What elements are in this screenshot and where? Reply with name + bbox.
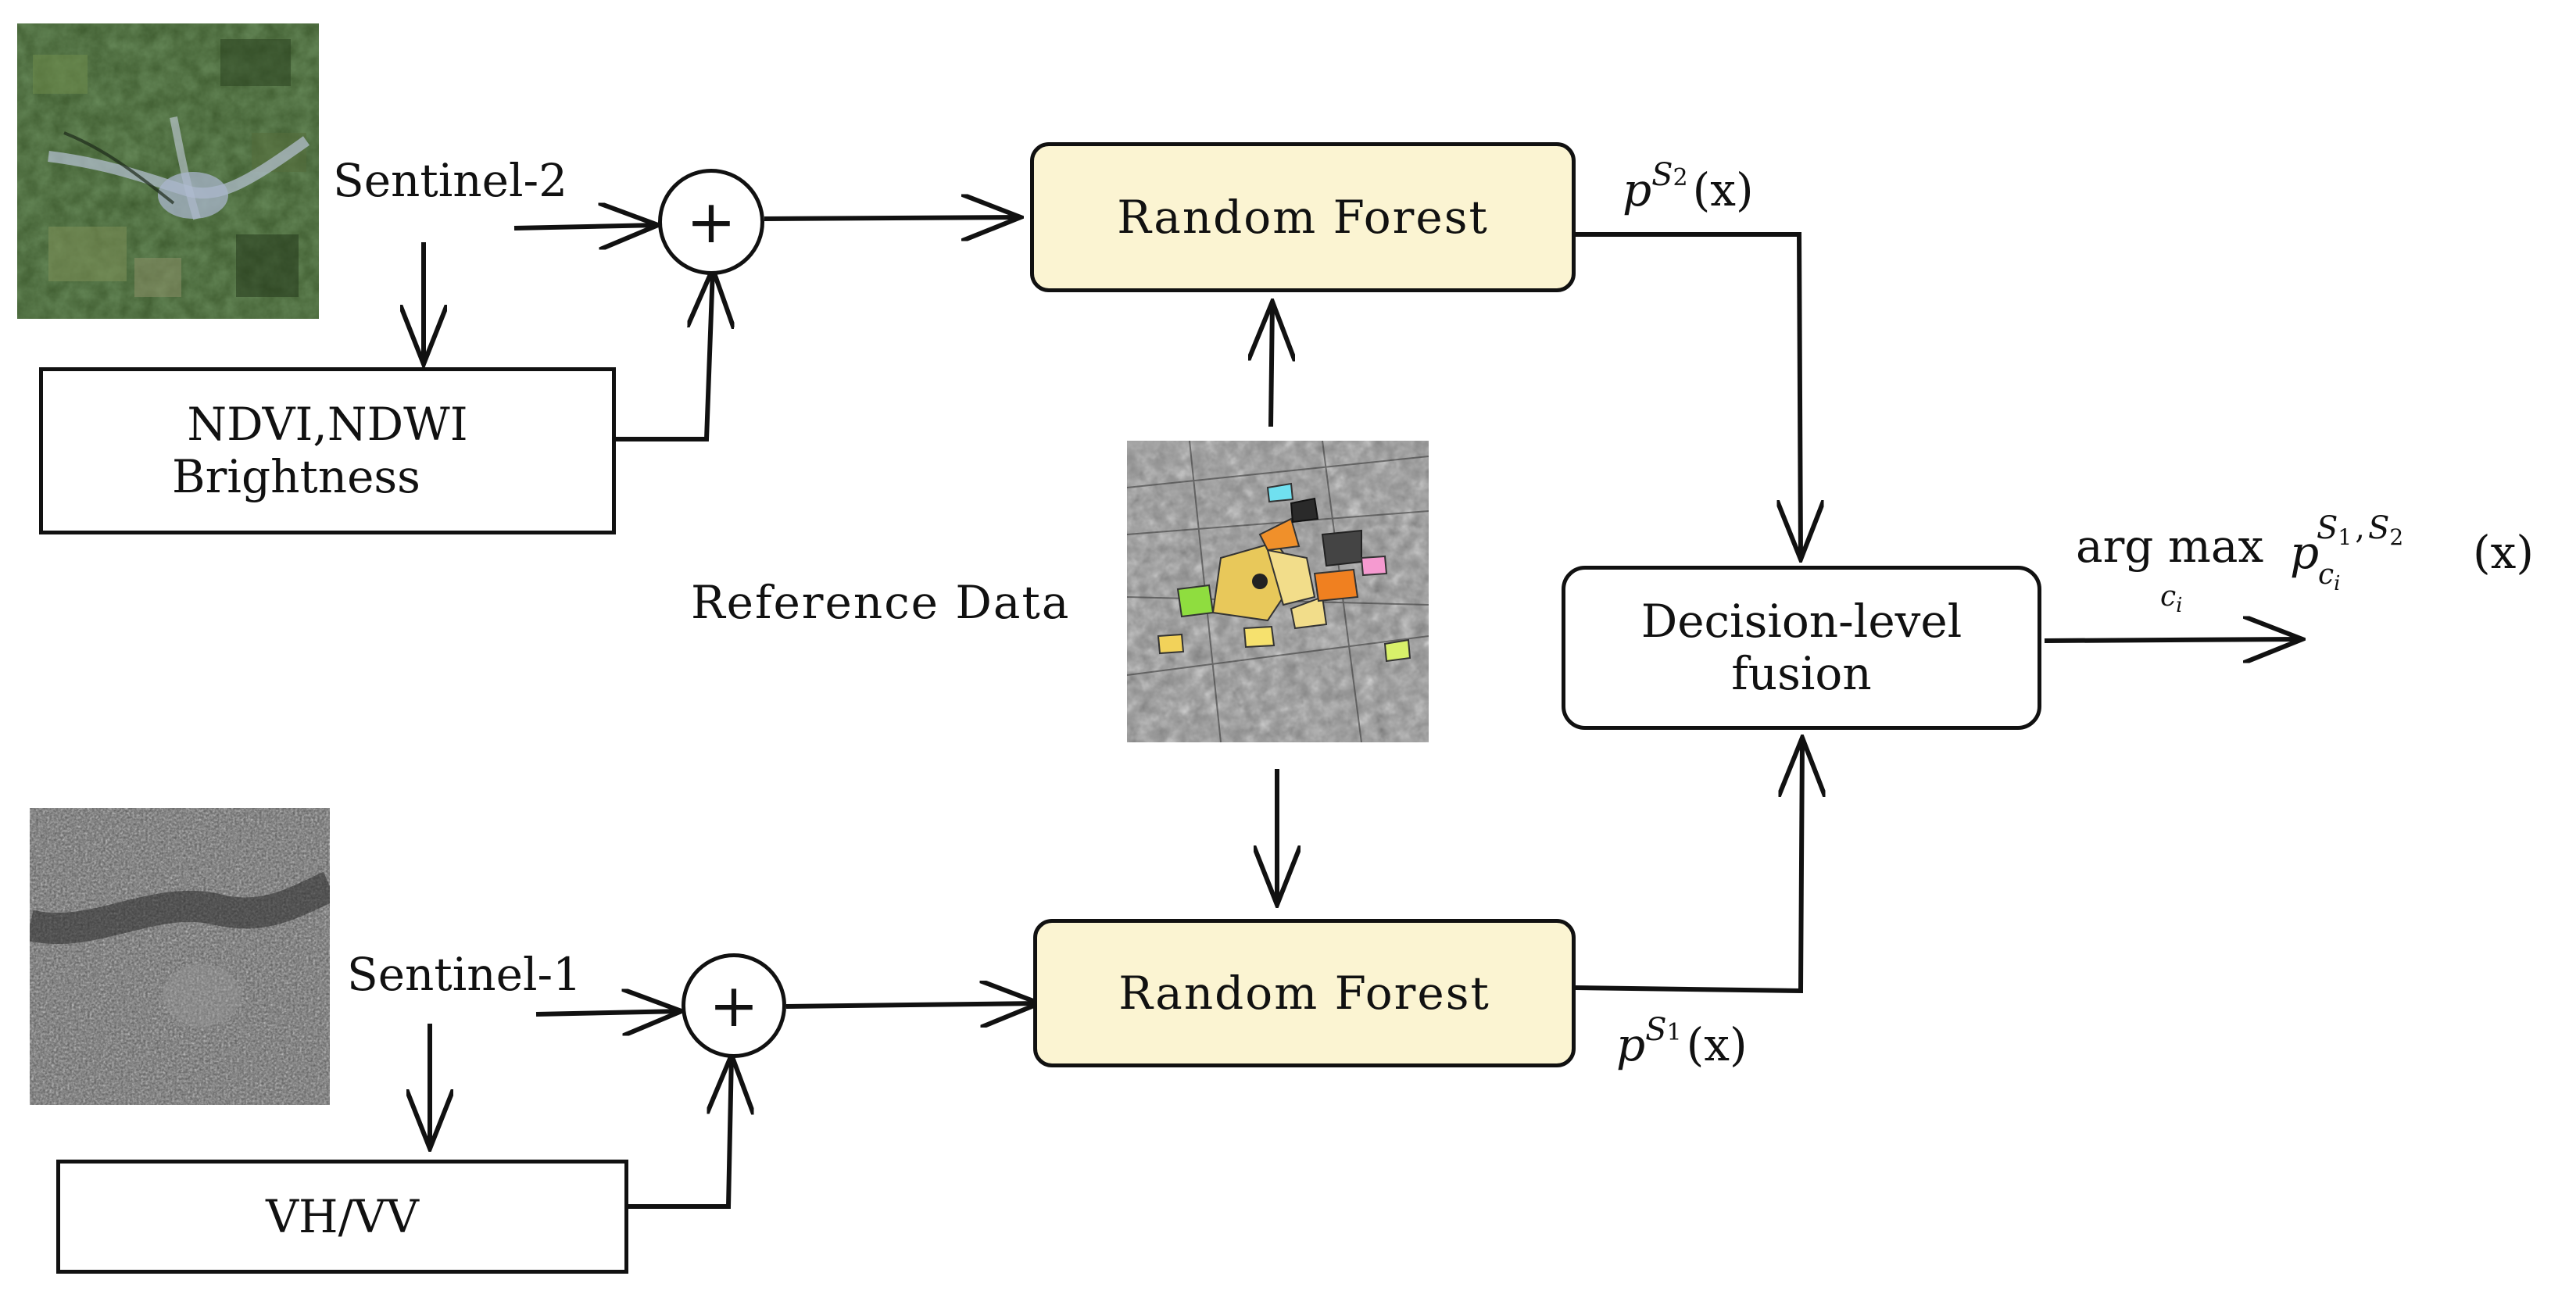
argmax-expression: arg max ci p S1,S2 ci (x) bbox=[2076, 513, 2576, 628]
circled-plus-icon: + bbox=[686, 187, 736, 256]
indices-line1: NDVI,NDWI bbox=[187, 398, 468, 452]
sentinel1-image bbox=[30, 808, 330, 1105]
arrow-ref-to-rf-top bbox=[1271, 302, 1272, 427]
final-sub-c: c bbox=[2318, 559, 2334, 591]
arrow-sum-to-rf-top bbox=[764, 217, 1021, 219]
arrow-rf-bottom-to-fusion bbox=[1575, 738, 1802, 994]
sentinel2-image bbox=[17, 23, 319, 319]
prob-s1-sup: S bbox=[1645, 1012, 1667, 1048]
final-sub-i: i bbox=[2334, 572, 2341, 595]
final-sup-2: 2 bbox=[2389, 524, 2404, 550]
final-arg: (x) bbox=[2473, 526, 2534, 579]
fusion-line2: fusion bbox=[1731, 647, 1872, 700]
final-sup-s2: S bbox=[2367, 510, 2390, 546]
argmax-operator: arg max bbox=[2076, 520, 2264, 573]
prob-s1-arg: (x) bbox=[1686, 1018, 1748, 1071]
sentinel1-label: Sentinel-1 bbox=[347, 948, 581, 1001]
argmax-sub: c bbox=[2160, 581, 2177, 613]
arrow-fusion-to-output bbox=[2044, 639, 2302, 641]
arrow-ratio-to-sum bbox=[628, 1055, 732, 1209]
reference-map-image bbox=[1127, 441, 1429, 742]
prob-s2-sup: S bbox=[1651, 157, 1673, 193]
prob-s1-sup-sub: 1 bbox=[1666, 1019, 1682, 1046]
arrow-rf-top-to-fusion bbox=[1576, 232, 1801, 559]
circled-plus-icon: + bbox=[709, 970, 759, 1040]
prob-s2-sup-sub: 2 bbox=[1673, 164, 1688, 191]
arrow-s1-to-sum bbox=[535, 1011, 682, 1014]
arrow-s2-to-sum bbox=[513, 225, 658, 228]
polarization-ratio-box: VH/VV bbox=[56, 1160, 628, 1274]
rf-bottom-label: Random Forest bbox=[1118, 966, 1490, 1020]
final-sup-1: 1 bbox=[2338, 524, 2352, 550]
random-forest-bottom: Random Forest bbox=[1033, 919, 1576, 1067]
spectral-indices-box: NDVI,NDWI Brightness bbox=[39, 367, 616, 534]
argmax-sub-i: i bbox=[2176, 594, 2183, 617]
arrow-indices-to-sum bbox=[614, 269, 713, 441]
prob-s2-p: p bbox=[1623, 163, 1652, 216]
sum-node-bottom: + bbox=[682, 953, 786, 1058]
random-forest-top: Random Forest bbox=[1030, 142, 1576, 292]
sentinel2-label: Sentinel-2 bbox=[333, 154, 567, 207]
indices-line2: Brightness bbox=[172, 450, 420, 503]
decision-fusion-box: Decision-level fusion bbox=[1562, 566, 2041, 730]
prob-s2-arg: (x) bbox=[1692, 163, 1754, 216]
prob-s1-label: pS1(x) bbox=[1616, 1014, 1748, 1067]
sum-node-top: + bbox=[658, 169, 764, 275]
final-p: p bbox=[2290, 526, 2320, 579]
final-sup-s: S bbox=[2317, 510, 2338, 546]
rf-top-label: Random Forest bbox=[1117, 190, 1489, 244]
reference-data-label: Reference Data bbox=[691, 576, 1071, 629]
prob-s2-label: pS2(x) bbox=[1623, 159, 1754, 213]
prob-s1-p: p bbox=[1616, 1018, 1646, 1071]
final-sup-sep: , bbox=[2355, 510, 2365, 546]
fusion-line1: Decision-level bbox=[1640, 595, 1962, 649]
ratio-label: VH/VV bbox=[266, 1189, 419, 1243]
arrow-sum-to-rf-bottom bbox=[785, 1003, 1039, 1006]
